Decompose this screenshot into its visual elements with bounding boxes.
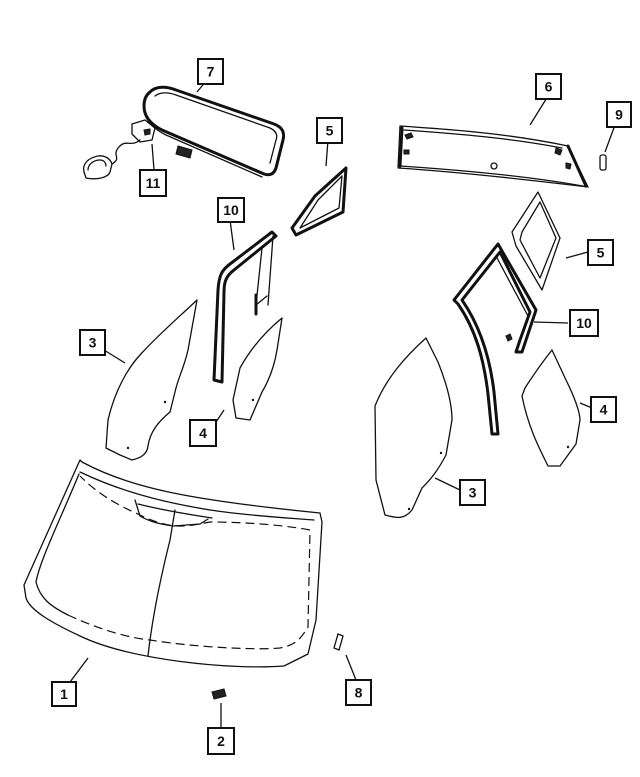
svg-text:3: 3 bbox=[89, 335, 97, 351]
callout-10-right[interactable]: 10 bbox=[569, 309, 599, 337]
callout-5-right[interactable]: 5 bbox=[587, 239, 614, 266]
svg-text:10: 10 bbox=[576, 315, 592, 331]
svg-text:9: 9 bbox=[615, 107, 623, 123]
callout-1[interactable]: 1 bbox=[51, 681, 77, 707]
callout-4-left[interactable]: 4 bbox=[189, 419, 217, 447]
windshield-clip[interactable] bbox=[211, 688, 227, 700]
svg-text:8: 8 bbox=[355, 685, 363, 701]
svg-text:1: 1 bbox=[60, 686, 68, 702]
svg-text:2: 2 bbox=[217, 733, 225, 749]
back-glass[interactable] bbox=[397, 125, 589, 188]
door-run-channel-right[interactable] bbox=[452, 242, 538, 436]
back-glass-spacer[interactable] bbox=[599, 154, 607, 171]
callout-3-right[interactable]: 3 bbox=[459, 479, 486, 506]
callout-5-left[interactable]: 5 bbox=[316, 117, 343, 144]
door-run-channel-left[interactable] bbox=[212, 230, 278, 384]
svg-text:5: 5 bbox=[597, 245, 605, 261]
callout-10-left[interactable]: 10 bbox=[217, 197, 245, 223]
rearview-mirror[interactable] bbox=[142, 85, 286, 178]
callout-6[interactable]: 6 bbox=[535, 73, 562, 100]
callout-11[interactable]: 11 bbox=[139, 169, 167, 197]
svg-text:6: 6 bbox=[545, 79, 553, 95]
svg-text:4: 4 bbox=[199, 425, 207, 441]
mirror-bracket-cover[interactable] bbox=[82, 119, 156, 180]
front-door-glass-left[interactable] bbox=[105, 299, 198, 461]
windshield-spacer[interactable] bbox=[333, 633, 344, 651]
svg-text:7: 7 bbox=[207, 64, 215, 80]
callout-8[interactable]: 8 bbox=[345, 679, 372, 706]
svg-text:11: 11 bbox=[146, 175, 161, 191]
windshield[interactable] bbox=[23, 459, 323, 668]
callout-3-left[interactable]: 3 bbox=[79, 329, 106, 356]
svg-text:3: 3 bbox=[469, 485, 477, 501]
rear-door-glass-left[interactable] bbox=[232, 317, 283, 421]
svg-text:4: 4 bbox=[600, 402, 608, 418]
quarter-glass-right[interactable] bbox=[511, 191, 561, 291]
quarter-glass-left[interactable] bbox=[290, 166, 348, 237]
callout-7[interactable]: 7 bbox=[197, 58, 224, 85]
rear-door-glass-right[interactable] bbox=[521, 349, 581, 467]
callout-9[interactable]: 9 bbox=[606, 101, 632, 128]
svg-text:5: 5 bbox=[326, 123, 334, 139]
callout-4-right[interactable]: 4 bbox=[590, 396, 617, 423]
leader-lines bbox=[69, 79, 616, 728]
front-door-glass-right[interactable] bbox=[374, 337, 453, 519]
svg-text:10: 10 bbox=[223, 202, 239, 218]
callout-2[interactable]: 2 bbox=[207, 727, 235, 755]
